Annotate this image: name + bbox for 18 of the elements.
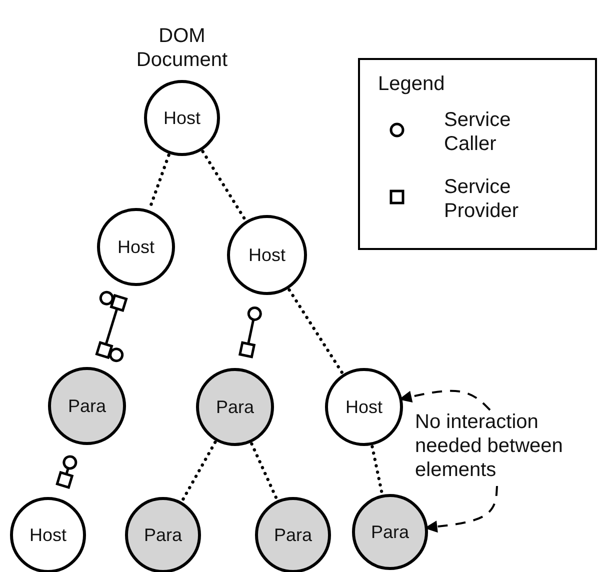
service-link bbox=[95, 290, 128, 362]
para-node-circle: Para bbox=[352, 494, 428, 570]
legend-label: Service Provider bbox=[444, 175, 520, 223]
service-link bbox=[238, 306, 262, 358]
annotation-text: No interaction needed between elements bbox=[415, 410, 607, 484]
service-link bbox=[56, 455, 78, 489]
para-node-circle: Para bbox=[255, 497, 331, 572]
para-node-circle: Para bbox=[196, 368, 274, 446]
host-node-circle: Host bbox=[325, 368, 403, 446]
host-node-circle: Host bbox=[144, 80, 220, 156]
legend-label: Service Caller bbox=[444, 108, 512, 156]
legend-title: Legend bbox=[378, 72, 445, 96]
para-node-circle: Para bbox=[125, 497, 201, 572]
host-node-circle: Host bbox=[97, 208, 175, 286]
host-node-circle: Host bbox=[10, 497, 86, 572]
node-caption: DOM Document bbox=[135, 24, 229, 72]
host-node-circle: Host bbox=[227, 215, 307, 295]
para-node-circle: Para bbox=[48, 367, 126, 445]
